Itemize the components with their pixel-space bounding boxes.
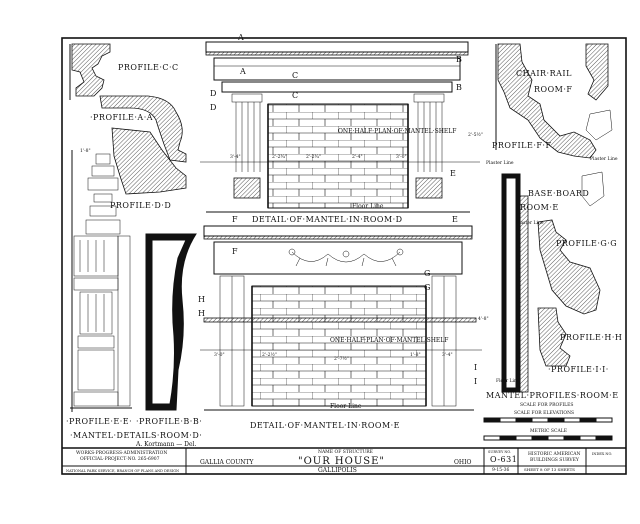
plaster-line-1: Plaster Line [486,160,514,166]
city-label: GALLIPOLIS [318,467,357,474]
sheet-number: SHEET 8 OF 13 SHEETS [524,467,575,472]
chair-rail-room: ROOM·F [534,85,572,94]
dim-d1: 3'-4" [230,154,241,160]
dim-e4: 1'-8" [410,352,421,358]
sec-a-mid: A [239,67,246,76]
floor-line-r: Floor Line [496,378,520,384]
profile-ff-label: PROFILE·F·F [492,141,552,150]
dim-d4: 2'-4" [352,154,363,160]
dim-d2: 2'-2¾" [272,153,287,160]
sec-i-a: I [474,363,478,372]
half-plan-e-label: ONE·HALF·PLAN·OF·MANTEL·SHELF [330,337,448,344]
sec-e-side: E [450,169,456,178]
drawn-by: A. Kortmann — Del. [135,441,196,448]
half-plan-d-label: ONE·HALF·PLAN·OF·MANTEL·SHELF [338,128,456,135]
sec-d-top: D [210,89,217,98]
title-block: WORKS·PROGRESS·ADMINISTRATION OFFICIAL·P… [62,447,626,474]
scale-bars: SCALE FOR ELEVATIONS METRIC SCALE [483,410,613,441]
structure-caption: NAME OF STRUCTURE [318,449,373,455]
profile-dd-label: PROFILE·D·D [110,201,171,210]
sec-h-top: H [198,295,205,304]
sec-c-top: C [292,71,299,80]
sec-a-top: A [237,33,244,42]
sec-f-left: F [232,215,238,224]
profile-hh-shape [537,307,571,367]
profile-dd-shape [111,127,187,195]
floor-line-d: Floor Line [352,203,384,210]
column-elevation [70,150,132,412]
dim-e5: 3'-4" [442,352,453,358]
mantel-room-e: ONE·HALF·PLAN·OF·MANTEL·SHELF 3'-0" 2'-2… [198,225,489,430]
wpa-line-1: WORKS·PROGRESS·ADMINISTRATION [76,450,167,456]
dim-dd-width: 1'-8" [80,148,91,154]
left-profiles: PROFILE·C·C ·PROFILE·A·A· PROFILE·D·D 1'… [66,43,202,448]
state-label: OHIO [454,459,472,466]
detail-e-title: DETAIL·OF·MANTEL·IN·ROOM·E [250,421,400,430]
habs-line-1: HISTORIC AMERICAN [528,451,581,457]
mantel-room-d: ONE·HALF·PLAN·OF·MANTEL·SHELF 3'-4" 2'-2… [200,33,483,224]
base-board-label: BASE·BOARD [528,189,589,198]
floor-line-e: Floor Line [330,403,362,410]
dim-e6: 4'-8" [478,316,489,322]
profile-aa-shape [99,95,187,163]
sec-i-b: I [474,377,478,386]
structure-name: "OUR HOUSE" [298,456,385,467]
profile-aa-label: ·PROFILE·A·A· [90,113,156,122]
dim-d3: 2'-2¾" [306,153,321,160]
sec-d-low: D [210,103,217,112]
profile-hh-label: PROFILE·H·H [560,333,622,342]
metric-scale-label: METRIC SCALE [530,428,567,434]
county-label: GALLIA COUNTY [200,459,255,466]
sec-g-top: G [424,269,431,278]
survey-date: 9-15-36 [492,467,509,473]
dim-e2: 2'-2½" [262,351,277,358]
survey-number: O-631 [490,455,517,464]
nps-line: NATIONAL PARK SERVICE, BRANCH OF PLANS A… [66,469,179,473]
mantel-details-title: ·MANTEL·DETAILS·ROOM·D· [70,431,202,440]
base-board-room: ROOM·E [520,203,559,212]
habs-line-2: BUILDINGS SURVEY [530,457,580,463]
profile-ee-label: ·PROFILE·E·E· [66,417,132,426]
sec-e-right: E [452,215,458,224]
plaster-line-3: Plaster Line [516,220,544,226]
survey-no-caption: SURVEY NO. [488,450,511,454]
dim-e3: 2'-7½" [334,355,349,362]
sec-b-top: B [456,55,462,64]
chair-rail-label: CHAIR·RAIL [516,69,572,78]
sec-g-low: G [424,283,431,292]
profile-bb-label: ·PROFILE·B·B· [136,417,202,426]
right-profiles: CHAIR·RAIL ROOM·F PROFILE·F·F Plaster Li… [483,43,622,441]
profile-gg-shape [537,219,601,315]
plaster-line-2: Plaster Line [590,156,618,162]
profile-cc-label: PROFILE·C·C [118,63,179,72]
sec-h-low: H [198,309,205,318]
sec-f-e: F [232,247,238,256]
profile-bb-shape [145,233,197,411]
detail-d-title: DETAIL·OF·MANTEL·IN·ROOM·D [252,215,403,224]
profile-gg-label: PROFILE·G·G [556,239,617,248]
dim-e1: 3'-0" [214,352,225,358]
dim-d6: 2'-5½" [468,131,483,138]
base-board-shape [501,173,521,393]
dim-d5: 3'-0" [396,154,407,160]
scale-profiles-label: SCALE FOR PROFILES [520,402,573,408]
scale-elev-label: SCALE FOR ELEVATIONS [514,410,574,416]
profile-ii-label: ·PROFILE·I·I· [548,365,609,374]
index-caption: INDEX NO. [592,452,612,456]
chair-rail-shape [497,43,597,159]
sheet-border [61,37,627,475]
mantel-profiles-title: MANTEL·PROFILES·ROOM·E [486,391,619,400]
sec-c-low: C [292,91,299,100]
sec-b-low: B [456,83,462,92]
profile-cc-shape [71,43,111,97]
wpa-line-2: OFFICIAL·PROJECT·NO. 265-6907 [80,456,160,462]
